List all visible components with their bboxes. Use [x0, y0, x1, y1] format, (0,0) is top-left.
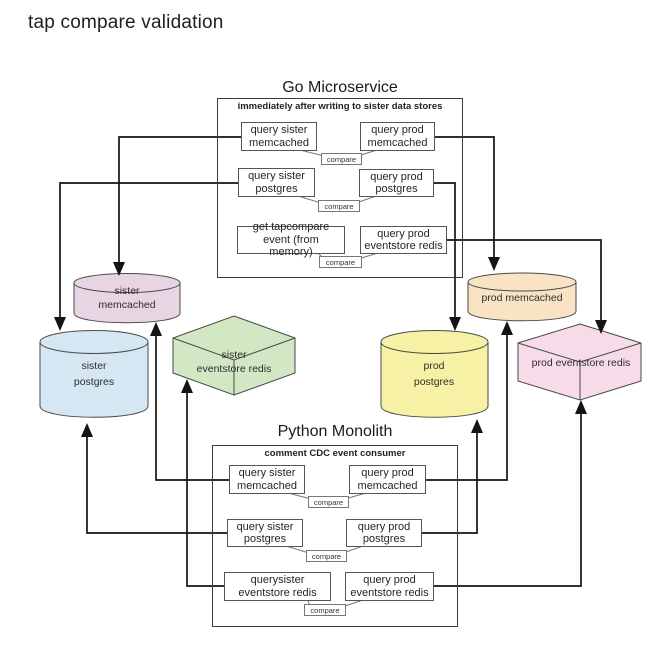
arrow-go-to-prod-eventstore-redis [446, 239, 607, 334]
flow-arrows [54, 136, 607, 587]
arrow-py-to-sister-postgres [81, 423, 227, 534]
go-query-prod-memcached: query prod memcached [360, 122, 435, 151]
go-compare-eventstore: compare [319, 256, 362, 268]
py-compare-eventstore: compare [304, 604, 346, 616]
py-compare-memcached: compare [308, 496, 349, 508]
py-query-sister-memcached: query sister memcached [229, 465, 305, 494]
py-query-sister-eventstore-redis: querysister eventstore redis [224, 572, 331, 601]
arrow-py-to-sister-memcached [150, 322, 229, 481]
arrow-py-to-prod-memcached [426, 321, 513, 481]
prod-eventstore-redis-label: prod eventstore redis [531, 357, 631, 369]
go-microservice-title: Go Microservice [282, 79, 398, 96]
prod-postgres-cylinder [380, 330, 489, 418]
arrow-go-to-prod-memcached [434, 136, 500, 271]
go-query-sister-postgres: query sister postgres [238, 168, 315, 197]
go-get-tapcompare-event: get tapcompare event (from memory) [237, 221, 345, 258]
arrow-go-to-sister-postgres [54, 182, 238, 331]
py-compare-postgres: compare [306, 550, 347, 562]
go-microservice-box [217, 98, 463, 278]
data-store-shapes [39, 272, 642, 418]
arrow-py-to-sister-eventstore-redis [181, 379, 224, 587]
sister-postgres-cylinder [39, 330, 149, 418]
py-query-prod-memcached: query prod memcached [349, 465, 426, 494]
prod-memcached-cylinder [467, 272, 577, 322]
python-monolith-box [212, 445, 458, 627]
arrow-go-to-sister-memcached [113, 136, 241, 276]
go-query-prod-eventstore-redis: query prod eventstore redis [360, 226, 447, 254]
prod-memcached-label: prod memcached [481, 292, 563, 304]
arrow-py-to-prod-postgres [421, 419, 483, 534]
sister-memcached-cylinder [73, 273, 181, 324]
python-monolith-title: Python Monolith [277, 423, 393, 440]
py-query-prod-postgres: query prod postgres [346, 519, 422, 547]
py-query-prod-eventstore-redis: query prod eventstore redis [345, 572, 434, 601]
arrow-go-to-prod-postgres [433, 182, 461, 331]
go-microservice-subtitle: immediately after writing to sister data… [237, 101, 443, 112]
go-compare-memcached: compare [321, 153, 362, 165]
python-monolith-subtitle: comment CDC event consumer [264, 448, 406, 459]
go-query-prod-postgres: query prod postgres [359, 169, 434, 197]
go-query-sister-memcached: query sister memcached [241, 122, 317, 151]
py-query-sister-postgres: query sister postgres [227, 519, 303, 547]
go-compare-postgres: compare [318, 200, 360, 212]
page-title: tap compare validation [28, 12, 224, 33]
sister-eventstore-redis-box [172, 315, 296, 396]
arrow-py-to-prod-eventstore-redis [434, 400, 587, 587]
